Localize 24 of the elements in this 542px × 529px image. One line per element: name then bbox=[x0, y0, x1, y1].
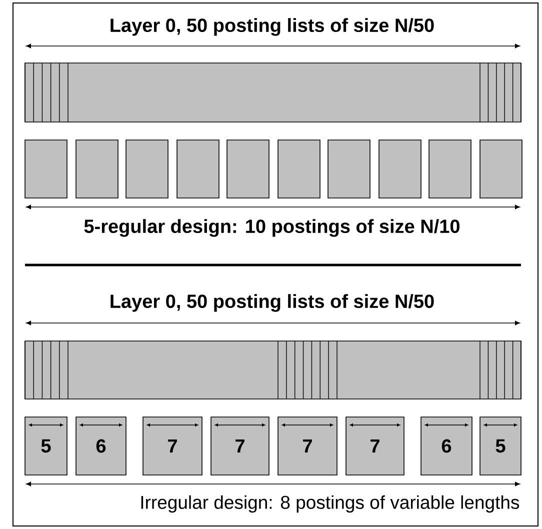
posting-box bbox=[126, 140, 168, 198]
caption-text: Layer 0, 50 posting lists of size N/50 bbox=[110, 18, 434, 36]
caption-text: 5-regular design: 10 postings of size N/10 bbox=[84, 219, 460, 237]
caption-text: Irregular design: 8 postings of variable lengths bbox=[141, 495, 520, 513]
posting-box bbox=[278, 140, 320, 198]
numbered-box: 5 bbox=[24, 416, 68, 476]
posting-list-bar bbox=[24, 62, 522, 122]
posting-list-bar bbox=[24, 340, 522, 400]
posting-box bbox=[378, 140, 422, 198]
numbered-box: 6 bbox=[76, 416, 126, 476]
posting-box bbox=[428, 140, 472, 198]
numbered-box: 7 bbox=[210, 416, 270, 476]
posting-box bbox=[24, 140, 68, 198]
numbered-box: 5 bbox=[480, 416, 522, 476]
numbered-box: 7 bbox=[278, 416, 338, 476]
posting-box bbox=[480, 140, 522, 198]
caption-text: Layer 0, 50 posting lists of size N/50 bbox=[110, 294, 434, 312]
numbered-box: 7 bbox=[142, 416, 202, 476]
posting-box bbox=[328, 140, 370, 198]
numbered-box: 6 bbox=[420, 416, 472, 476]
numbered-box: 7 bbox=[346, 416, 404, 476]
posting-box bbox=[76, 140, 118, 198]
posting-box bbox=[176, 140, 220, 198]
posting-box bbox=[226, 140, 270, 198]
